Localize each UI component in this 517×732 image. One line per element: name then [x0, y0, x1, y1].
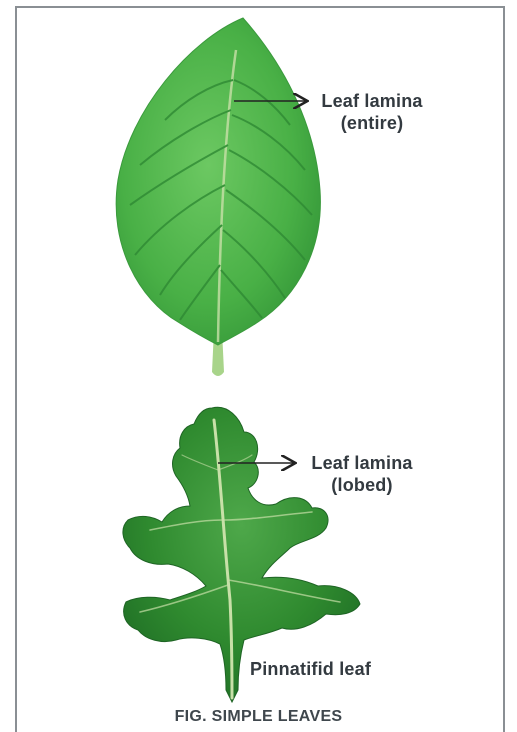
lobed-leaf-label: Leaf lamina (lobed) — [302, 452, 422, 496]
lobed-leaf-label-line2: (lobed) — [302, 474, 422, 496]
entire-leaf — [116, 18, 320, 376]
entire-leaf-label-line1: Leaf lamina — [312, 90, 432, 112]
figure-caption: FIG. SIMPLE LEAVES — [0, 708, 517, 726]
entire-leaf-label: Leaf lamina (entire) — [312, 90, 432, 134]
pinnatifid-leaf-label: Pinnatifid leaf — [250, 658, 410, 680]
entire-leaf-label-line2: (entire) — [312, 112, 432, 134]
lobed-leaf-label-line1: Leaf lamina — [302, 452, 422, 474]
